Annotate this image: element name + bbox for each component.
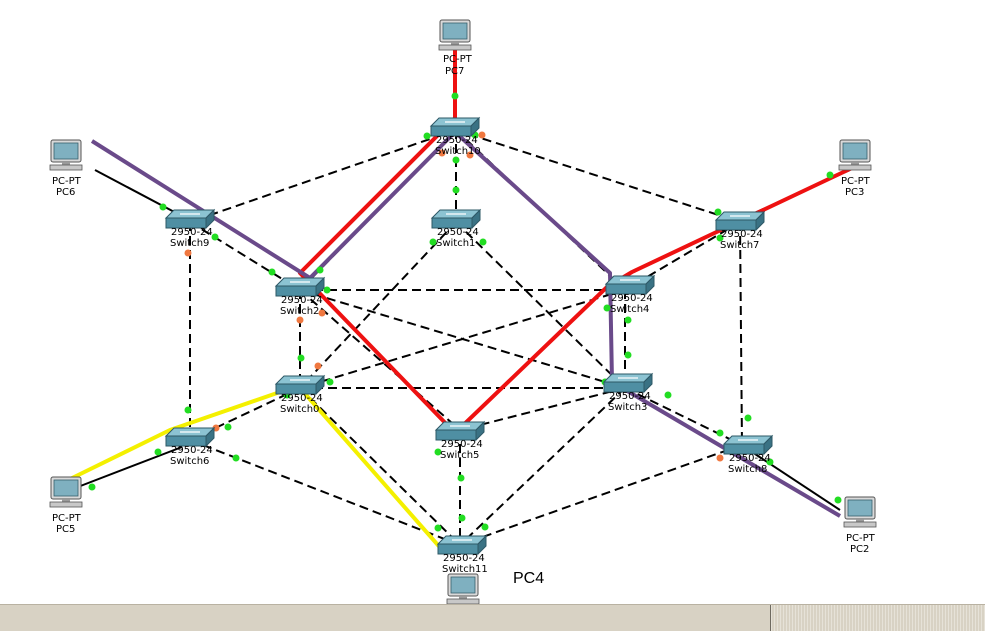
switch-name-label: Switch1 bbox=[436, 238, 475, 249]
cable[interactable] bbox=[624, 221, 741, 291]
cable[interactable] bbox=[299, 289, 461, 431]
pc-icon bbox=[446, 573, 480, 605]
switch-model-label: 2950-24 bbox=[281, 393, 323, 404]
switch-model-label: 2950-24 bbox=[443, 553, 485, 564]
switch-name-label: Switch8 bbox=[728, 464, 767, 475]
switches-layer: 2950-24Switch102950-24Switch12950-24Swit… bbox=[164, 116, 774, 575]
pc-pc4[interactable] bbox=[446, 573, 480, 605]
switch-model-label: 2950-24 bbox=[721, 229, 763, 240]
pc-model-label: PC-PT bbox=[52, 176, 82, 187]
switch-icon bbox=[274, 276, 326, 298]
switch-model-label: 2950-24 bbox=[281, 295, 323, 306]
path-purple bbox=[90, 130, 842, 518]
pc-icon bbox=[49, 476, 83, 508]
switch-model-label: 2950-24 bbox=[609, 391, 651, 402]
switch-icon bbox=[604, 274, 656, 296]
cable[interactable] bbox=[459, 444, 743, 546]
switch-name-label: Switch9 bbox=[170, 238, 209, 249]
switch-model-label: 2950-24 bbox=[441, 439, 483, 450]
pc-name-label: PC7 bbox=[445, 66, 464, 77]
switch-model-label: 2950-24 bbox=[437, 227, 479, 238]
switch-icon bbox=[436, 534, 488, 556]
status-bar bbox=[0, 604, 985, 631]
status-bar-divider bbox=[770, 605, 771, 631]
cable[interactable] bbox=[189, 221, 301, 291]
pc-name-label: PC3 bbox=[845, 187, 864, 198]
switch-name-label: Switch0 bbox=[280, 404, 319, 415]
switch-name-label: Switch2 bbox=[280, 306, 319, 317]
switch-icon bbox=[164, 426, 216, 448]
switch-name-label: Switch11 bbox=[442, 564, 488, 575]
switch-name-label: Switch10 bbox=[435, 146, 481, 157]
switch-icon bbox=[714, 210, 766, 232]
switch-icon bbox=[602, 372, 654, 394]
pc-model-label: PC-PT bbox=[846, 533, 876, 544]
pc4-annotation: PC4 bbox=[513, 570, 544, 587]
cable[interactable] bbox=[189, 439, 461, 546]
cable[interactable] bbox=[299, 289, 626, 389]
switch-icon bbox=[722, 434, 774, 456]
switch-icon bbox=[429, 116, 481, 138]
cable[interactable] bbox=[459, 387, 626, 431]
switch-icon bbox=[164, 208, 216, 230]
pc-model-label: PC-PT bbox=[52, 513, 82, 524]
switch-icon bbox=[274, 374, 326, 396]
cable[interactable] bbox=[189, 129, 457, 223]
switch-icon bbox=[434, 420, 486, 442]
status-bar-right-panel bbox=[771, 605, 985, 631]
switch-model-label: 2950-24 bbox=[171, 227, 213, 238]
pc-icon bbox=[438, 19, 472, 51]
cable[interactable] bbox=[455, 129, 741, 223]
pc-name-label: PC6 bbox=[56, 187, 75, 198]
cable[interactable] bbox=[624, 387, 743, 446]
switch-name-label: Switch7 bbox=[720, 240, 759, 251]
switch-name-label: Switch4 bbox=[610, 304, 649, 315]
topology-canvas[interactable]: 2950-24Switch102950-24Switch12950-24Swit… bbox=[0, 0, 985, 605]
cable[interactable] bbox=[455, 221, 626, 389]
pc-icon bbox=[838, 139, 872, 171]
cable[interactable] bbox=[69, 446, 183, 491]
cable[interactable] bbox=[299, 221, 457, 389]
switch-model-label: 2950-24 bbox=[611, 293, 653, 304]
switch-name-label: Switch3 bbox=[608, 402, 647, 413]
switch-name-label: Switch6 bbox=[170, 456, 209, 467]
switch-model-label: 2950-24 bbox=[436, 135, 478, 146]
switch-model-label: 2950-24 bbox=[171, 445, 213, 456]
pc-name-label: PC5 bbox=[56, 524, 75, 535]
link-status-dots bbox=[88, 92, 842, 532]
switch-model-label: 2950-24 bbox=[729, 453, 771, 464]
cable[interactable] bbox=[299, 387, 461, 546]
switch-name-label: Switch5 bbox=[440, 450, 479, 461]
pc-name-label: PC2 bbox=[850, 544, 869, 555]
switch-icon bbox=[430, 208, 482, 230]
pc-model-label: PC-PT bbox=[443, 54, 473, 65]
pc-model-label: PC-PT bbox=[841, 176, 871, 187]
cables bbox=[189, 129, 743, 546]
cable[interactable] bbox=[739, 221, 743, 446]
cable[interactable] bbox=[459, 387, 626, 546]
pc-icon bbox=[49, 139, 83, 171]
cable[interactable] bbox=[94, 169, 181, 216]
pc-icon bbox=[843, 496, 877, 528]
